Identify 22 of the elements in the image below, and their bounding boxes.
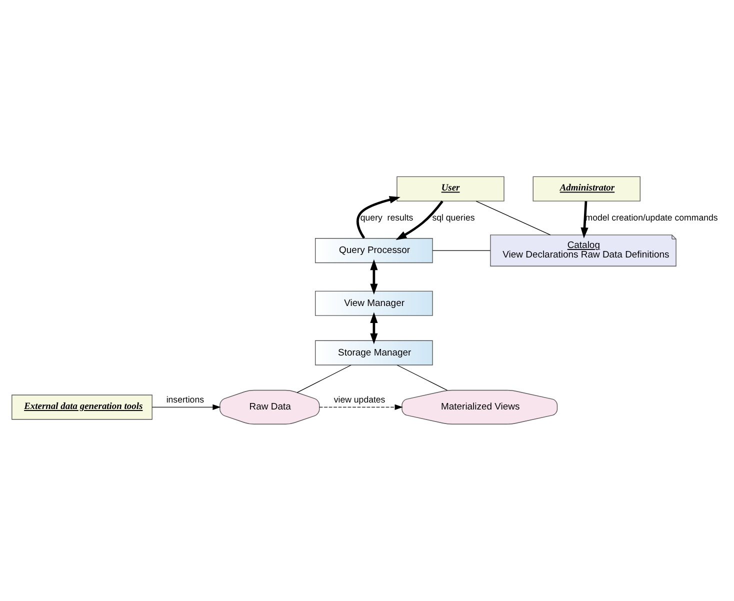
node-box: User <box>396 176 504 202</box>
arrow <box>319 404 403 410</box>
node-box: Query Processor <box>315 238 433 264</box>
arrow <box>152 404 221 410</box>
edge-label: query results <box>360 212 414 222</box>
edge-label: insertions <box>166 394 204 405</box>
arrow <box>370 259 378 295</box>
edge-label: model creation/update commands <box>585 212 718 222</box>
connector <box>296 364 352 393</box>
connector <box>396 364 448 391</box>
arrow <box>356 196 400 239</box>
connector <box>476 200 551 236</box>
node-box: View Manager <box>315 290 433 316</box>
arrow <box>396 200 444 240</box>
node-box: External data generation tools <box>12 394 152 420</box>
node-box: Storage Manager <box>315 340 433 366</box>
edge-label: view updates <box>334 394 386 405</box>
edge-label: sql queries <box>432 212 475 222</box>
arrow <box>370 312 378 344</box>
connector <box>432 250 491 251</box>
arrow <box>580 201 588 238</box>
node-box: Administrator <box>532 176 640 202</box>
